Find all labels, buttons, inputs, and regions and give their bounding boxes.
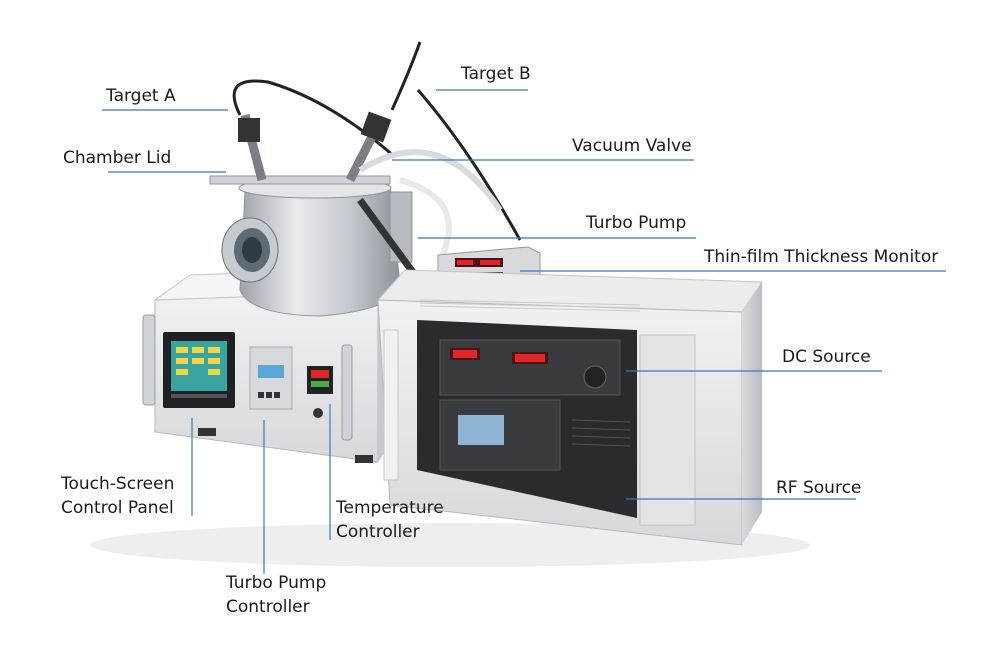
label-touch-screen-line1: Touch-Screen [61, 474, 175, 494]
touch-screen-panel [163, 332, 235, 408]
source-cabinet [376, 269, 763, 546]
vacuum-chamber [209, 175, 401, 317]
label-temperature-controller: Temperature Controller [336, 496, 444, 544]
label-turbo-pump-controller: Turbo Pump Controller [226, 571, 326, 619]
leader-lines [102, 89, 946, 574]
label-target-a: Target A [106, 86, 176, 106]
label-target-b: Target B [461, 64, 531, 84]
label-touch-screen: Touch-Screen Control Panel [61, 472, 174, 520]
temperature-controller-unit [307, 366, 333, 418]
right-handle [341, 344, 353, 441]
label-thickness-monitor: Thin-film Thickness Monitor [704, 247, 939, 267]
target-a-gun [232, 79, 396, 182]
label-turbo-pump: Turbo Pump [586, 213, 687, 233]
label-rf-source: RF Source [776, 478, 862, 498]
label-temperature-line2: Controller [336, 522, 420, 542]
label-turbo-controller-line1: Turbo Pump [226, 573, 327, 593]
label-touch-screen-line2: Control Panel [61, 498, 174, 518]
label-chamber-lid: Chamber Lid [63, 148, 172, 168]
floor-shadow [90, 523, 810, 567]
label-dc-source: DC Source [782, 347, 871, 367]
vacuum-valve-turbo [357, 177, 452, 278]
label-vacuum-valve: Vacuum Valve [572, 136, 692, 156]
label-turbo-controller-line2: Controller [226, 597, 310, 617]
target-b-gun [345, 41, 522, 241]
left-handle [142, 314, 156, 406]
label-temperature-line1: Temperature [336, 498, 444, 518]
turbo-pump-controller-unit [249, 346, 293, 410]
